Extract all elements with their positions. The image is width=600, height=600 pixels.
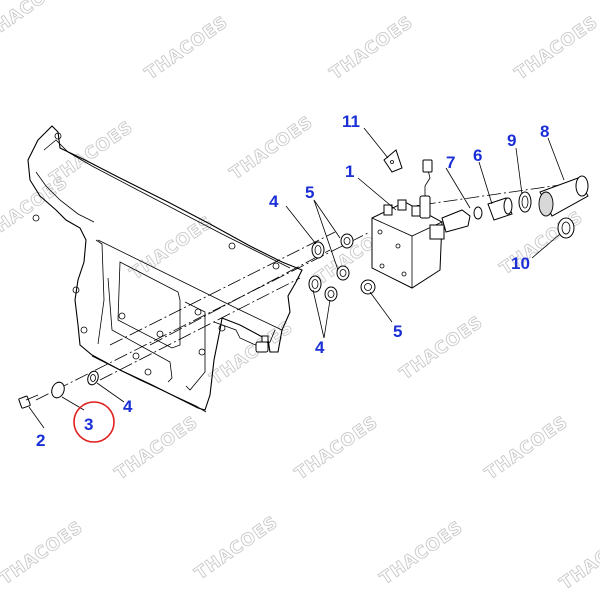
watermark: THACOES [481,412,572,484]
watermark: THACOES [291,412,382,484]
washer-4-left [87,370,99,386]
valve-block [371,159,471,289]
watermark: THACOES [496,207,587,279]
watermark: THACOES [191,512,282,584]
watermark: THACOES [326,12,417,84]
watermark: THACOES [226,112,317,184]
bracket-11 [383,149,403,173]
watermark: THACOES [511,12,600,84]
o-ring-7 [473,206,483,220]
callout-4-left: 4 [123,397,133,416]
callout-5-lower: 5 [393,322,402,341]
bolt [18,394,39,409]
callout-8: 8 [540,122,549,141]
watermark: THACOES [376,517,467,589]
o-rings [308,233,376,302]
sleeve-8 [538,175,589,217]
watermark: THACOES [0,172,72,244]
callout-4-middle: 4 [315,338,325,357]
leader-lines [28,127,565,429]
watermark: THACOES [0,517,87,589]
callout-11: 11 [342,112,360,131]
clip-10 [557,217,575,239]
callouts: 11 1 7 6 9 8 10 4 5 4 5 4 2 3 [36,112,549,450]
callout-3: 3 [84,415,93,434]
frame-bracket [27,125,303,413]
callout-2: 2 [36,431,45,450]
watermark: THACOES [141,12,232,84]
watermark: THACOES [111,412,202,484]
watermark: THACOES [396,312,487,384]
callout-7: 7 [446,153,455,172]
watermark: THACOES [556,522,600,594]
highlight-circle [73,401,115,443]
callout-1: 1 [345,162,354,181]
clamp-9 [518,191,532,213]
callout-4-upper: 4 [269,192,279,211]
washer-3 [51,381,65,399]
watermark: THACOES [126,212,217,284]
fitting-6 [487,197,513,221]
watermark: THACOES [0,0,72,44]
callout-10: 10 [511,254,530,273]
callout-5-upper: 5 [305,183,314,202]
callout-6: 6 [473,146,482,165]
callout-9: 9 [507,131,516,150]
